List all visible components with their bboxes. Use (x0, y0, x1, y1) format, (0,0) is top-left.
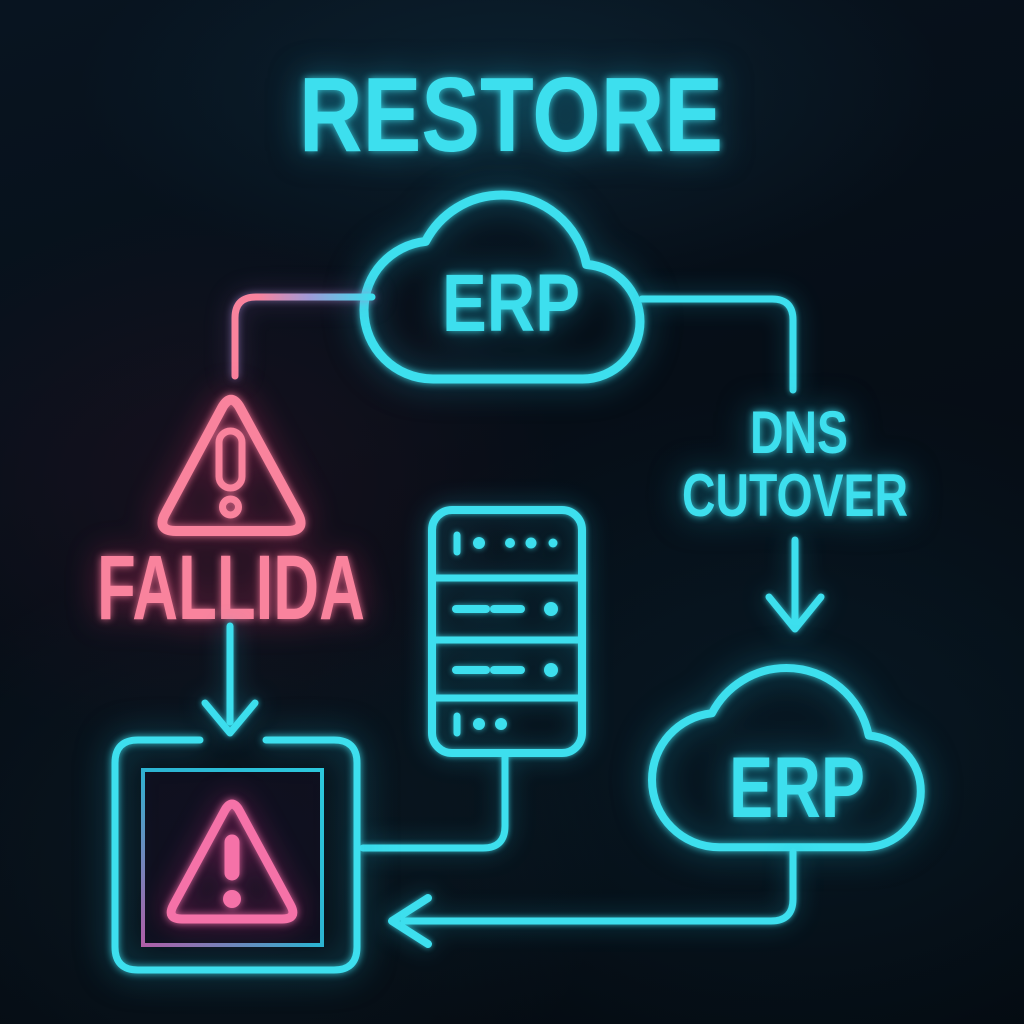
alert-box-node (111, 736, 361, 974)
warning-triangle-icon (157, 394, 306, 536)
connector-cloud-to-warning (231, 293, 376, 380)
dns-label-line1: DNS (750, 399, 848, 466)
cloud-top-node: ERP (364, 195, 640, 379)
warning-label: FALLIDA (97, 537, 365, 639)
connector-server-to-alert-box (359, 749, 509, 852)
arrow-down-to-alert-box (201, 622, 259, 737)
exclamation-bar-icon (215, 427, 246, 492)
connector-line (400, 848, 797, 925)
exclamation-dot-icon (219, 495, 242, 519)
arrow-down-icon (765, 593, 825, 633)
alert-box-frame (111, 736, 361, 974)
arrow-left-icon (388, 894, 432, 948)
alert-box-outline (111, 736, 361, 974)
exclamation-dot-icon (223, 890, 241, 908)
server-icon (428, 506, 586, 757)
connector-line (638, 295, 797, 394)
warning-node: FALLIDA (97, 394, 365, 639)
arrow-down-to-cloud (765, 536, 825, 633)
connector-cloud-to-dns (638, 295, 797, 394)
alert-icon-group (166, 799, 298, 924)
connector-line (231, 293, 376, 380)
server-node (359, 506, 586, 852)
dns-label-line2: CUTOVER (682, 462, 908, 529)
warning-triangle-icon (166, 799, 298, 924)
title-group: RESTORE (299, 56, 723, 174)
dns-cutover-node: DNS CUTOVER (682, 399, 908, 529)
cloud-top-label: ERP (442, 258, 580, 349)
arrow-down-icon (201, 699, 259, 737)
connector-cloud-to-alert-box (388, 848, 797, 948)
cloud-bottom-label: ERP (729, 740, 865, 836)
cloud-icon (652, 668, 921, 847)
cloud-bottom-node: ERP (652, 668, 921, 847)
cloud-icon (364, 195, 640, 379)
page-title: RESTORE (299, 56, 723, 174)
